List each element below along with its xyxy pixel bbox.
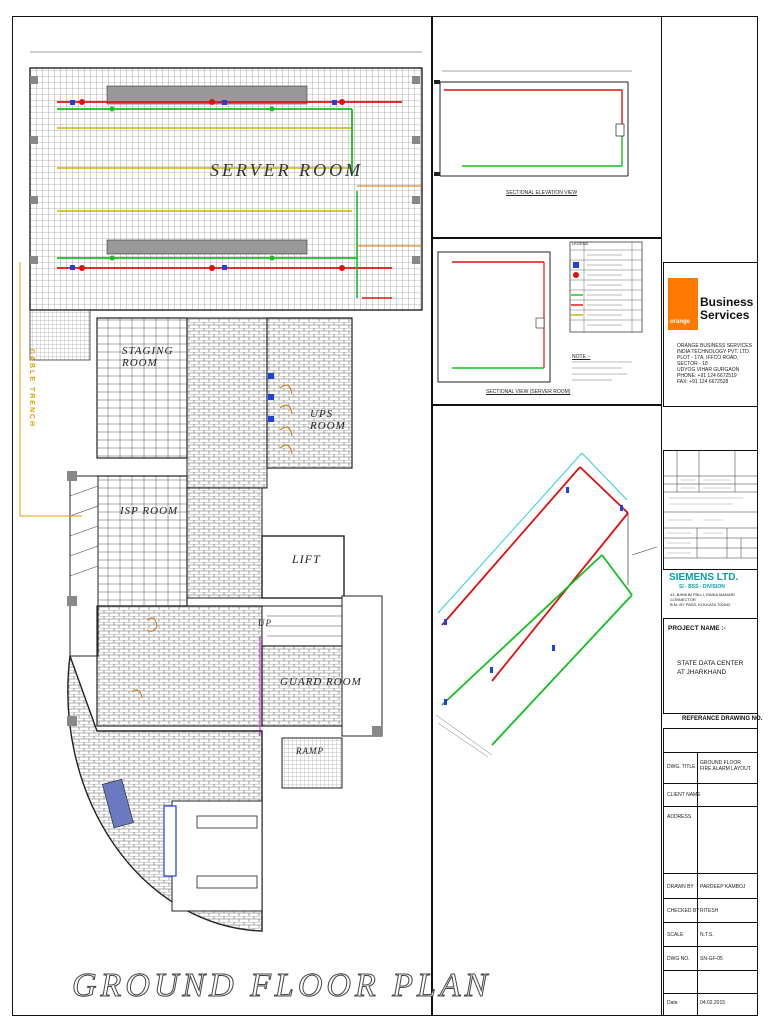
ground-floor-plan-title: GROUND FLOOR PLAN [71,967,492,1005]
client-logo-block [663,262,758,407]
server-room-label: SERVER ROOM [210,160,364,180]
info-row-line-8 [663,970,758,971]
guard-room-label: GUARD ROOM [280,676,362,688]
checked-by-value: RITESH [700,908,719,914]
lift-area [261,535,345,599]
info-row-line-3 [663,806,758,807]
up-label: UP [258,618,272,628]
info-row-line-6 [663,922,758,923]
dwg-title-value: GROUND FLOOR FIRE ALARM LAYOUT [700,760,751,772]
client-address: ORANGE BUSINESS SERVICES INDIA TECHNOLOG… [677,343,752,385]
orange-logo-square [668,278,698,330]
elevation-view-1-frame [432,16,662,238]
scale-value: N.T.S. [700,932,714,938]
info-divider [697,752,698,1016]
ups-room-area [266,317,353,469]
address-label: ADDRESS [667,814,692,820]
sectional-elevation-1-drawing [434,70,632,177]
checked-by-label: CHECKED BY [667,908,700,914]
info-row-line-7 [663,946,758,947]
revision-table [663,450,758,570]
scale-label: SCALE [667,932,684,938]
contractor-address: 43, BANKIM PALLI, RANIA MANARI CONNECTOR… [670,592,735,607]
main-plan-frame [12,16,432,1016]
rack-row-top [106,85,308,105]
project-name: STATE DATA CENTER AT JHARKHAND [677,660,744,676]
orange-brand-word: orange [670,319,691,325]
ground-floor-plan-drawing [19,51,423,932]
isometric-view-frame [432,405,662,1016]
notes-heading: NOTE :- [572,354,591,360]
staging-room-label: STAGING ROOM [122,345,174,369]
isp-room-area [96,475,188,607]
legend-heading: LEGEND [572,241,589,246]
project-block [663,618,758,714]
lift-label: LIFT [292,552,321,566]
ramp-bottom-area [281,737,343,789]
ramp-label: RAMP [296,746,324,756]
rack-row-bottom [106,239,308,255]
sectional-elevation-2-drawing [437,241,643,383]
dwg-no-label: DWG NO. [667,956,690,962]
drawing-info-block [663,728,758,1016]
drawn-by-value: PARDEEP KAMBOJ [700,884,746,890]
staging-room-area [96,317,188,459]
sectional-elevation-1-caption: SECTIONAL ELEVATION VIEW [506,190,578,196]
reference-drawing-label: REFERANCE DRAWING NO. [682,716,763,722]
info-row-line-2 [663,783,758,784]
info-row-line-1 [663,752,758,753]
cable-trench-label: CABLE TRENCH [28,348,36,429]
contractor-division: SI - BSS - DIVISION [679,584,725,590]
dwg-title-label: DWG. TITLE [667,764,696,770]
client-name-line-2: Services [700,308,750,322]
isp-room-label: ISP ROOM [120,505,179,517]
info-row-line-9 [663,993,758,994]
sectional-elevation-2-caption: SECTIONAL VIEW (SERVER ROOM) [486,389,571,395]
client-name: Business Services [700,296,753,322]
client-name-line-1: Business [700,295,754,309]
elevation-view-2-frame [432,238,662,405]
contractor-name: SIEMENS LTD. [669,572,739,583]
isometric-view-drawing [435,452,658,758]
dwg-no-value: SN-GF-05 [700,956,723,962]
date-value: 04.02.2015 [700,1000,726,1006]
ups-room-label: UPS ROOM [310,408,346,432]
guard-room-area [261,645,353,727]
drawn-by-label: DRAWN BY [667,884,694,890]
info-row-line-4 [663,873,758,874]
project-name-label: PROJECT NAME :- [668,625,726,632]
info-row-line-5 [663,898,758,899]
date-label: Date [667,1000,678,1006]
client-name-label: CLIENT NAME [667,792,701,798]
